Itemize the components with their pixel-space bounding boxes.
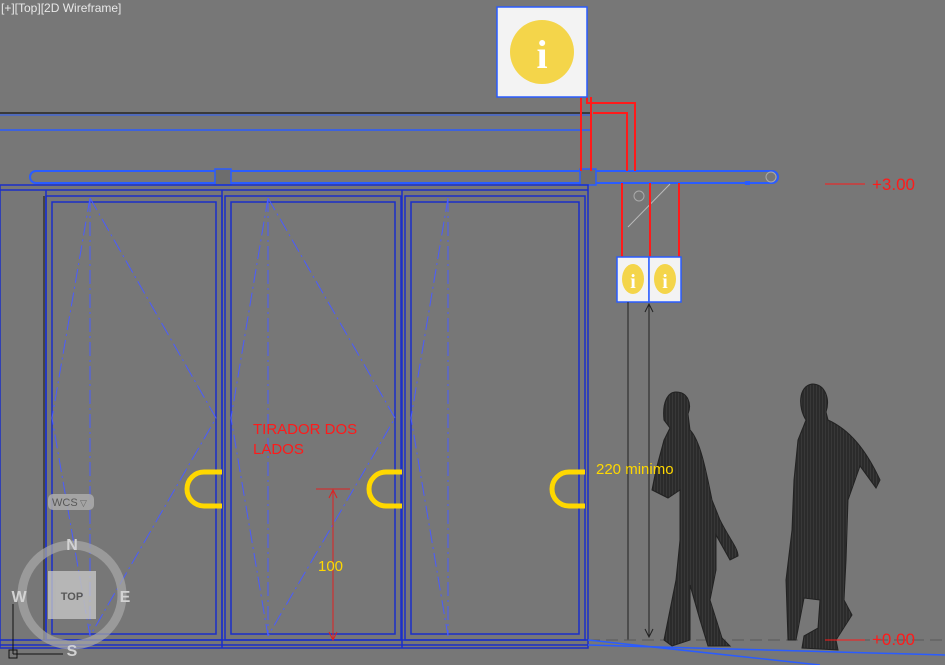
viewcube[interactable]: TOP N S E W WCS ▽ — [11, 494, 131, 660]
level-top-label: +3.00 — [872, 175, 915, 194]
dimension-220 — [644, 302, 654, 639]
ucs-menu-button[interactable] — [48, 494, 94, 510]
rail-bracket — [579, 168, 597, 186]
handle-note: TIRADOR DOS LADOS — [253, 421, 357, 458]
compass-ring[interactable] — [17, 540, 127, 650]
ground-line — [587, 639, 821, 665]
info-icon — [622, 264, 644, 294]
door-rail — [29, 170, 779, 184]
level-floor-label: +0.00 — [872, 630, 915, 649]
viewcube-face-inner — [56, 580, 88, 610]
dimension-100 — [316, 488, 350, 642]
info-icon — [510, 20, 574, 84]
door-handle — [366, 469, 402, 509]
swing-lines — [51, 197, 449, 637]
ground-line — [587, 644, 945, 656]
compass-north[interactable]: N — [66, 537, 78, 554]
ucs-icon — [8, 604, 63, 659]
door-handle — [184, 469, 222, 509]
viewcube-face-label: TOP — [61, 591, 83, 603]
info-sign-small: i — [648, 256, 682, 303]
handle-note-line2: LADOS — [253, 441, 304, 458]
handle-height-label: 100 — [318, 558, 343, 575]
rail-end-circle — [765, 171, 777, 183]
svg-text:i: i — [630, 271, 636, 293]
person-silhouette — [785, 383, 881, 651]
pivot-circle — [633, 190, 645, 202]
compass-south[interactable]: S — [67, 643, 78, 660]
door-frame — [0, 184, 589, 649]
svg-text:i: i — [662, 271, 668, 293]
viewport-controls-label[interactable]: [+][Top][2D Wireframe] — [1, 1, 122, 15]
person-silhouette — [651, 391, 739, 647]
ucs-label: WCS — [52, 497, 78, 509]
rail-bracket — [214, 168, 232, 186]
sign-hangers — [580, 97, 680, 257]
info-icon — [654, 264, 676, 294]
info-sign-large: i — [496, 6, 588, 98]
compass-east[interactable]: E — [120, 589, 131, 606]
door-handles — [184, 469, 585, 509]
handle-note-line1: TIRADOR DOS — [253, 421, 357, 438]
rail-stop — [745, 181, 750, 185]
info-sign-small: i — [616, 256, 650, 303]
compass-west[interactable]: W — [11, 589, 27, 606]
min-height-label: 220 minimo — [596, 461, 674, 478]
door-handle — [549, 469, 585, 509]
svg-text:i: i — [536, 32, 547, 77]
chevron-down-icon: ▽ — [80, 498, 87, 508]
